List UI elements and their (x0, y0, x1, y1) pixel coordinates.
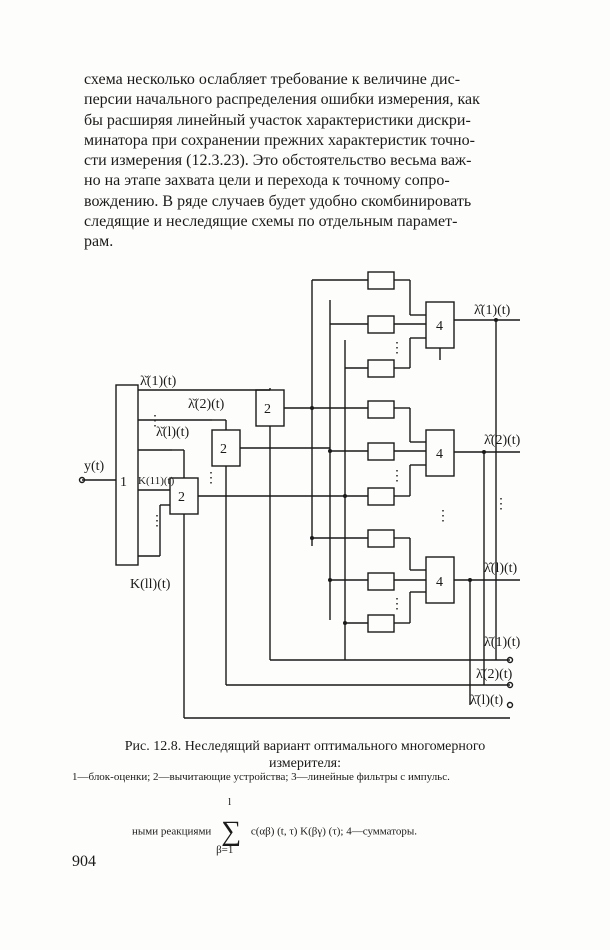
lam-hat-label: λ̌(l)(t) (156, 425, 190, 440)
text-line: бы расширяя линейный участок характерист… (84, 111, 471, 129)
lam-hat-label: λ̌(2)(t) (188, 397, 225, 412)
input-label: y(t) (84, 459, 105, 474)
block-1 (115, 384, 139, 566)
text-line: сти измерения (12.3.23). Это обстоятельс… (84, 152, 472, 170)
bar-label: λ̄(1)(t) (484, 635, 521, 650)
dots: ⋮ (148, 414, 162, 429)
filter-bank (312, 271, 395, 633)
figure-caption-title: Рис. 12.8. Неследящий вариант оптимально… (60, 738, 550, 772)
text-line: но на этапе захвата цели и перехода к то… (84, 172, 450, 190)
k-label: K(11)(t) (138, 475, 175, 487)
body-paragraph: схема несколько ослабляет требование к в… (84, 70, 552, 253)
bar-label: λ̄(l)(t) (470, 693, 504, 708)
bar-label: λ̄(2)(t) (476, 667, 513, 682)
sum-formula: l ∑ β=1 (214, 796, 248, 856)
text-line: минатора при сохранении прежних характер… (84, 131, 475, 149)
dots: ⋮ (150, 514, 164, 529)
dots: ⋮ (204, 471, 218, 486)
output-label: λ̂(l)(t) (484, 561, 518, 576)
block-4-label: 4 (436, 447, 443, 462)
output-label: λ̂(1)(t) (474, 303, 511, 318)
caption-line: измерителя: (268, 756, 342, 771)
dots: ⋮ (390, 341, 404, 356)
block-2-label: 2 (220, 442, 227, 457)
figure-legend-formula: ными реакциями l ∑ β=1 c(αβ) (t, τ) K(βγ… (132, 796, 418, 856)
page-number: 904 (72, 853, 96, 870)
dots: ⋮ (390, 597, 404, 612)
sum-symbol: ∑ (221, 816, 242, 847)
dots: ⋮ (494, 497, 508, 512)
text-line: рам. (84, 233, 114, 251)
text-line: схема несколько ослабляет требование к в… (84, 71, 461, 88)
text-line: персии начального распределения ошибки и… (84, 91, 480, 109)
sum-body: c(αβ) (t, τ) K(βγ) (τ); 4—сумматоры. (250, 825, 418, 838)
dots: ⋮ (390, 469, 404, 484)
block-4-label: 4 (436, 319, 443, 334)
sum-upper: l (228, 796, 232, 808)
figure-legend: 1—блок-оценки; 2—вычитающие устройства; … (72, 771, 450, 783)
text-line: следящие и неследящие схемы по отдельным… (84, 213, 458, 231)
block-2-label: 2 (178, 490, 185, 505)
dots: ⋮ (436, 509, 450, 524)
block-1-label: 1 (120, 475, 127, 490)
text-line: вождению. В ряде случаев будет удобно ск… (84, 192, 472, 210)
legend-prefix: ными реакциями (132, 825, 212, 838)
summator-2 (425, 429, 455, 477)
output-label: λ̂(2)(t) (484, 433, 521, 448)
sum-lower: β=1 (216, 844, 234, 856)
caption-line: Рис. 12.8. Неследящий вариант оптимально… (124, 739, 486, 754)
lam-hat-label: λ̌(1)(t) (140, 374, 177, 389)
k-label: K(ll)(t) (130, 577, 171, 592)
block-4-label: 4 (436, 575, 443, 590)
block-2-label: 2 (264, 402, 271, 417)
